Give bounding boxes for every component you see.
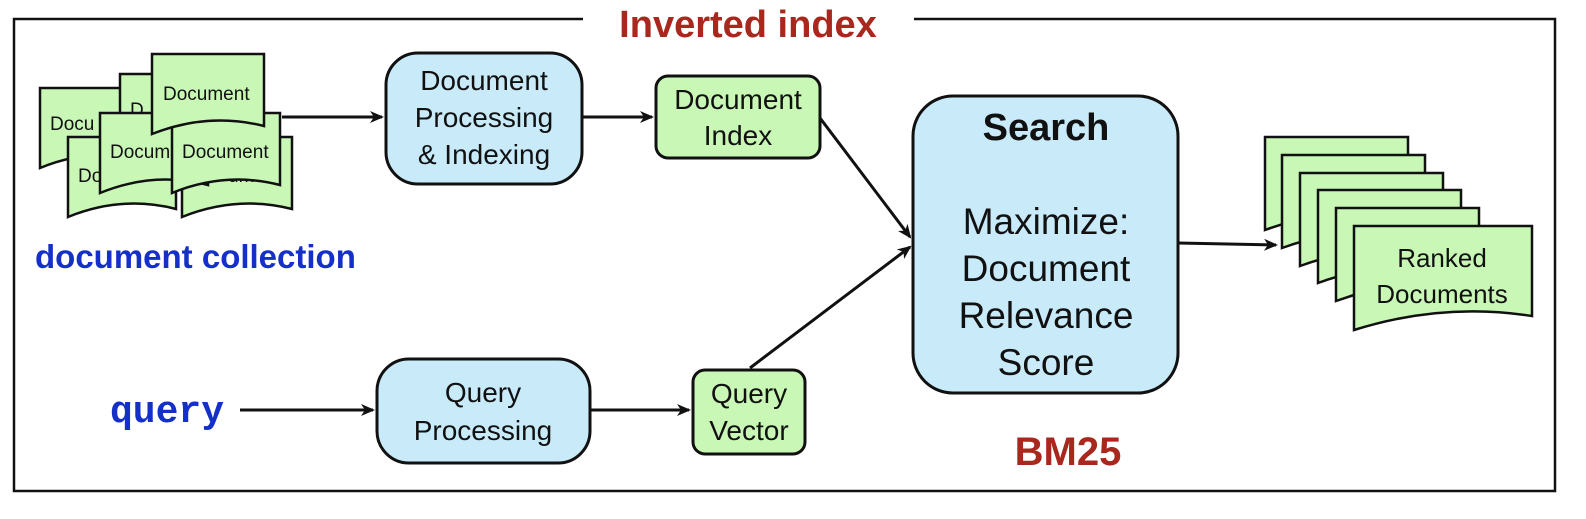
search-body-line: Document [962,248,1131,289]
arrow-index-to-search [818,117,912,239]
ranked-documents-line: Documents [1376,279,1508,309]
query-vector-line: Vector [709,415,788,446]
query-processing-line: Processing [414,415,553,446]
query-label: query [110,391,224,434]
query-vector-line: Query [711,378,787,409]
ranked-document-icon [1352,224,1534,332]
search-body-line: Score [998,342,1095,383]
collection-document-icon [170,111,282,195]
arrow-vector-to-search [749,245,912,370]
bm25-label: BM25 [1015,430,1122,474]
collection-doc-label: Document [182,142,269,163]
document-processing-line: Document [420,65,548,96]
collection-doc-label: Do [78,166,102,187]
arrow-search-to-ranked [1177,238,1278,251]
ranked-documents-line: Ranked [1397,243,1487,273]
document-processing-line: & Indexing [418,139,550,170]
query-processing-line: Query [445,377,521,408]
search-body-line: Relevance [959,295,1134,336]
document-index-line: Index [704,120,773,151]
collection-document-icon [150,52,266,136]
document-collection-stack: Docu D Do ument Docum Document Document [38,52,294,219]
collection-doc-label: Docu [50,114,94,135]
search-title: Search [983,107,1110,149]
collection-doc-label: Document [163,84,250,105]
document-processing-line: Processing [415,102,554,133]
query-processing-box [375,357,592,465]
collection-caption: document collection [35,238,356,275]
frame-border [12,17,1557,493]
document-index-box [654,74,822,160]
query-vector-box [691,368,807,456]
collection-doc-label: Docum [110,142,170,163]
search-body-line: Maximize: [963,201,1130,242]
diagram-title: Inverted index [619,4,877,46]
document-index-line: Document [674,84,802,115]
ranked-documents-stack: Ranked Documents [1263,135,1534,332]
